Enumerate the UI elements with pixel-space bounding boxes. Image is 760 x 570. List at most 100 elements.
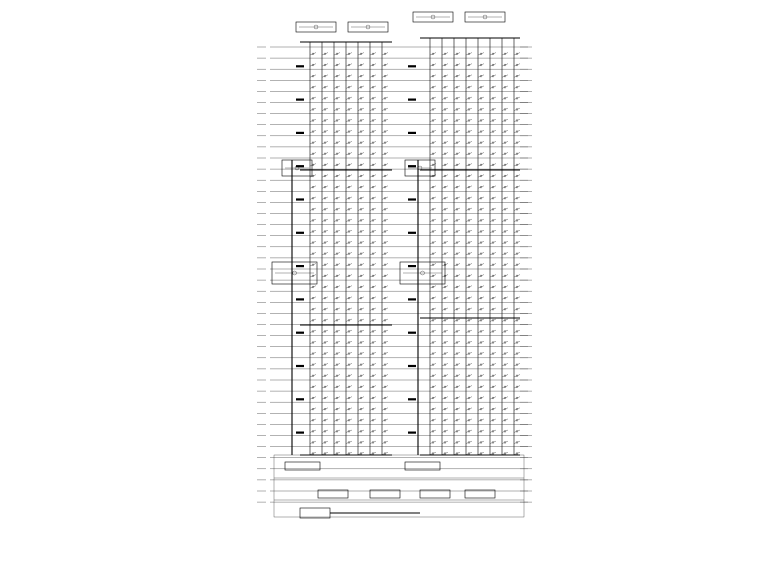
valve-icon bbox=[503, 341, 507, 344]
branch-pipe bbox=[477, 263, 485, 267]
branch-pipe bbox=[513, 285, 521, 289]
branch-pipe bbox=[501, 152, 509, 156]
branch-pipe bbox=[321, 385, 329, 389]
valve-icon bbox=[443, 374, 447, 377]
valve-icon bbox=[455, 396, 459, 400]
tank-block bbox=[464, 489, 496, 499]
branch-pipe bbox=[441, 85, 449, 89]
branch-pipe bbox=[441, 307, 449, 311]
valve-icon bbox=[347, 219, 351, 222]
branch-pipe bbox=[477, 307, 485, 311]
pipe-tags bbox=[296, 65, 416, 434]
valve-icon bbox=[443, 352, 447, 355]
branch-pipe bbox=[465, 241, 473, 244]
branch-pipe bbox=[369, 418, 377, 422]
valve-icon bbox=[443, 363, 447, 366]
branch-pipe bbox=[333, 396, 341, 400]
valve-icon bbox=[503, 141, 507, 144]
valve-icon bbox=[347, 141, 351, 144]
valve-icon bbox=[323, 408, 327, 411]
branch-pipe bbox=[369, 396, 377, 400]
valve-icon bbox=[359, 97, 363, 100]
branch-pipe bbox=[309, 185, 317, 189]
branch-pipe bbox=[309, 296, 317, 300]
valve-icon bbox=[479, 297, 483, 300]
branch-pipe bbox=[369, 263, 377, 267]
branch-pipe bbox=[381, 452, 389, 455]
valve-icon bbox=[371, 408, 375, 411]
valve-icon bbox=[359, 408, 363, 411]
branch-pipe bbox=[489, 341, 497, 344]
branch-pipe bbox=[501, 385, 509, 389]
branch-pipe bbox=[477, 196, 485, 200]
pipe-tag-mark bbox=[408, 65, 416, 68]
branch-pipe bbox=[321, 318, 329, 322]
branch-pipe bbox=[453, 230, 461, 233]
branch-pipe bbox=[429, 274, 437, 278]
valve-icon bbox=[371, 274, 375, 277]
branch-pipe bbox=[453, 207, 461, 211]
valve-icon bbox=[347, 441, 351, 444]
valve-icon bbox=[515, 441, 519, 444]
branch-pipe bbox=[345, 341, 353, 344]
branch-pipe bbox=[477, 352, 485, 355]
branch-pipe bbox=[357, 185, 365, 189]
valve-icon bbox=[383, 274, 387, 277]
branch-pipe bbox=[477, 329, 485, 333]
valve-icon bbox=[431, 219, 435, 222]
branch-pipe bbox=[321, 252, 329, 256]
branch-pipe bbox=[453, 285, 461, 289]
valve-icon bbox=[503, 385, 507, 388]
valve-icon bbox=[467, 197, 471, 200]
valve-icon bbox=[467, 152, 471, 155]
valve-icon bbox=[443, 441, 447, 444]
branch-pipe bbox=[381, 341, 389, 344]
branch-pipe bbox=[345, 429, 353, 433]
valve-icon bbox=[347, 152, 351, 155]
branch-pipe bbox=[453, 174, 461, 178]
valve-icon bbox=[335, 230, 339, 233]
branch-pipe bbox=[489, 429, 497, 433]
valve-icon bbox=[335, 285, 339, 289]
valve-icon bbox=[515, 263, 519, 266]
branch-pipe bbox=[513, 407, 521, 411]
valve-icon bbox=[515, 419, 519, 422]
branch-pipe bbox=[489, 230, 497, 233]
valve-icon bbox=[515, 219, 519, 222]
branch-pipe bbox=[333, 374, 341, 378]
branch-pipe bbox=[501, 52, 509, 56]
valve-icon bbox=[443, 141, 447, 144]
valve-icon bbox=[383, 385, 387, 388]
valve-icon bbox=[371, 396, 375, 400]
valve-icon bbox=[383, 97, 387, 100]
branch-pipe bbox=[333, 130, 341, 133]
valve-icon bbox=[359, 186, 363, 189]
valve-icon bbox=[371, 341, 375, 344]
branch-pipe bbox=[321, 329, 329, 333]
branch-pipe bbox=[321, 263, 329, 267]
valve-icon bbox=[443, 252, 447, 255]
valve-icon bbox=[335, 208, 339, 211]
branch-pipe bbox=[333, 385, 341, 389]
branch-pipe bbox=[489, 241, 497, 244]
pump-station bbox=[464, 11, 506, 23]
valve-icon bbox=[467, 452, 471, 455]
valve-icon bbox=[335, 108, 339, 111]
branch-pipe bbox=[489, 274, 497, 278]
valve-icon bbox=[515, 352, 519, 355]
branch-pipe bbox=[477, 185, 485, 189]
branch-pipe bbox=[333, 207, 341, 211]
valve-icon bbox=[359, 441, 363, 444]
valve-icon bbox=[491, 130, 495, 133]
branch-pipe bbox=[357, 296, 365, 300]
valve-icon bbox=[455, 419, 459, 422]
branch-pipe bbox=[333, 152, 341, 156]
valve-icon bbox=[323, 396, 327, 400]
valve-icon bbox=[491, 163, 495, 166]
branch-pipe bbox=[381, 274, 389, 278]
branch-pipe bbox=[477, 74, 485, 78]
valve-icon bbox=[383, 141, 387, 144]
valve-icon bbox=[503, 274, 507, 277]
valve-icon bbox=[479, 208, 483, 211]
